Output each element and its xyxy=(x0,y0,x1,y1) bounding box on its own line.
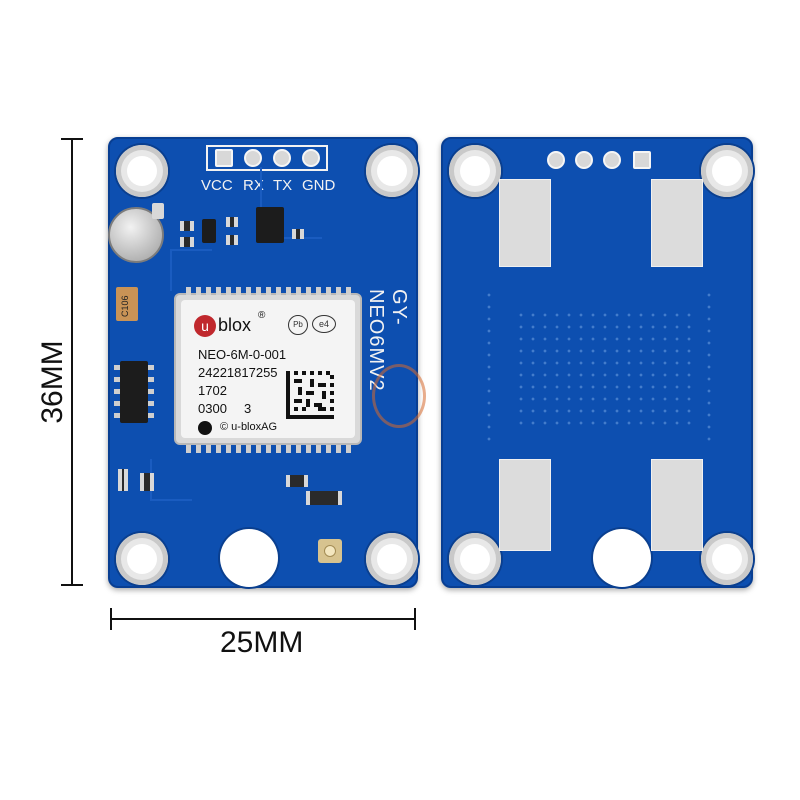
smd-component xyxy=(292,229,304,239)
smd-component xyxy=(180,237,194,247)
pin-label-gnd: GND xyxy=(302,177,336,194)
width-dimension-tick-left xyxy=(110,608,112,630)
module-registered-mark: ® xyxy=(258,310,266,321)
transistor-chip xyxy=(256,207,284,243)
e4-badge-text: e4 xyxy=(318,319,329,329)
width-dimension-label: 25MM xyxy=(220,626,304,659)
eeprom-chip xyxy=(120,361,148,423)
capacitor-label: C106 xyxy=(120,295,130,317)
capacitor xyxy=(152,203,164,219)
mounting-hole-icon xyxy=(116,533,168,585)
module-date-code: 1702 xyxy=(198,383,227,398)
via-array xyxy=(483,289,495,449)
pcb-trace xyxy=(150,459,192,501)
antenna-connector xyxy=(318,539,342,563)
pin-vcc xyxy=(215,149,233,167)
chip-legs xyxy=(114,365,120,419)
mounting-hole-icon xyxy=(366,533,418,585)
mounting-hole-icon xyxy=(701,145,753,197)
smd-component xyxy=(140,473,154,491)
mounting-hole-icon xyxy=(701,533,753,585)
regulator-chip xyxy=(202,219,216,243)
resistor xyxy=(286,475,308,487)
e4-badge: e4 xyxy=(312,315,336,333)
pb-free-badge: Pb xyxy=(288,315,308,335)
back-pin xyxy=(575,151,593,169)
pin1-dot xyxy=(198,421,212,435)
center-hole xyxy=(220,529,278,587)
height-dimension-line xyxy=(71,138,73,586)
capacitor-c106 xyxy=(116,287,138,321)
pin-label-vcc: VCC xyxy=(201,177,233,194)
gps-board-front: VCC RX TX GND C106 GY-NEO6MV2 u blox ® P… xyxy=(108,137,418,588)
gps-board-back xyxy=(441,137,753,588)
pin-rx xyxy=(244,149,262,167)
module-model: NEO-6M-0-001 xyxy=(198,347,287,362)
back-pin xyxy=(633,151,651,169)
pcb-trace xyxy=(170,249,212,291)
height-dimension-tick-bottom xyxy=(61,584,83,586)
mounting-hole-icon xyxy=(449,533,501,585)
module-serial: 24221817255 xyxy=(198,365,278,380)
pin-tx xyxy=(273,149,291,167)
ublox-logo-icon: u xyxy=(194,315,216,337)
inductor xyxy=(306,491,342,505)
module-lot: 0300 xyxy=(198,401,227,416)
mounting-hole-icon xyxy=(116,145,168,197)
via-array xyxy=(703,289,715,449)
datamatrix-code-icon xyxy=(286,371,334,419)
width-dimension-line xyxy=(110,618,416,620)
back-pin xyxy=(603,151,621,169)
pb-free-badge-text: Pb xyxy=(293,320,303,329)
smd-component xyxy=(226,217,238,227)
ublox-logo-letter: u xyxy=(201,318,209,334)
center-hole xyxy=(593,529,651,587)
mounting-hole-icon xyxy=(366,145,418,197)
ground-pad xyxy=(651,179,703,267)
via-array xyxy=(515,309,695,429)
ground-pad xyxy=(499,179,551,267)
pin-label-rx: RX xyxy=(243,177,264,194)
module-legs-bottom xyxy=(186,445,352,453)
mounting-hole-icon xyxy=(449,145,501,197)
module-brand: blox xyxy=(218,315,252,335)
pcb-trace xyxy=(260,167,322,239)
ground-pad xyxy=(651,459,703,551)
chip-legs xyxy=(148,365,154,419)
pin-label-tx: TX xyxy=(273,177,293,194)
module-legs-top xyxy=(186,287,352,295)
height-dimension-label: 36MM xyxy=(36,340,69,424)
height-dimension-tick-top xyxy=(61,138,83,140)
pin-gnd xyxy=(302,149,320,167)
watermark-seal-icon xyxy=(372,364,426,428)
smd-component xyxy=(180,221,194,231)
module-copyright: © u-bloxAG xyxy=(220,421,278,433)
smd-component xyxy=(226,235,238,245)
smd-component xyxy=(118,469,128,491)
module-lot-suffix: 3 xyxy=(244,401,252,416)
gps-module: u blox ® Pb e4 NEO-6M-0-001 24221817255 … xyxy=(174,287,362,453)
width-dimension-tick-right xyxy=(414,608,416,630)
ground-pad xyxy=(499,459,551,551)
back-pin xyxy=(547,151,565,169)
pin-header-outline xyxy=(206,145,328,171)
